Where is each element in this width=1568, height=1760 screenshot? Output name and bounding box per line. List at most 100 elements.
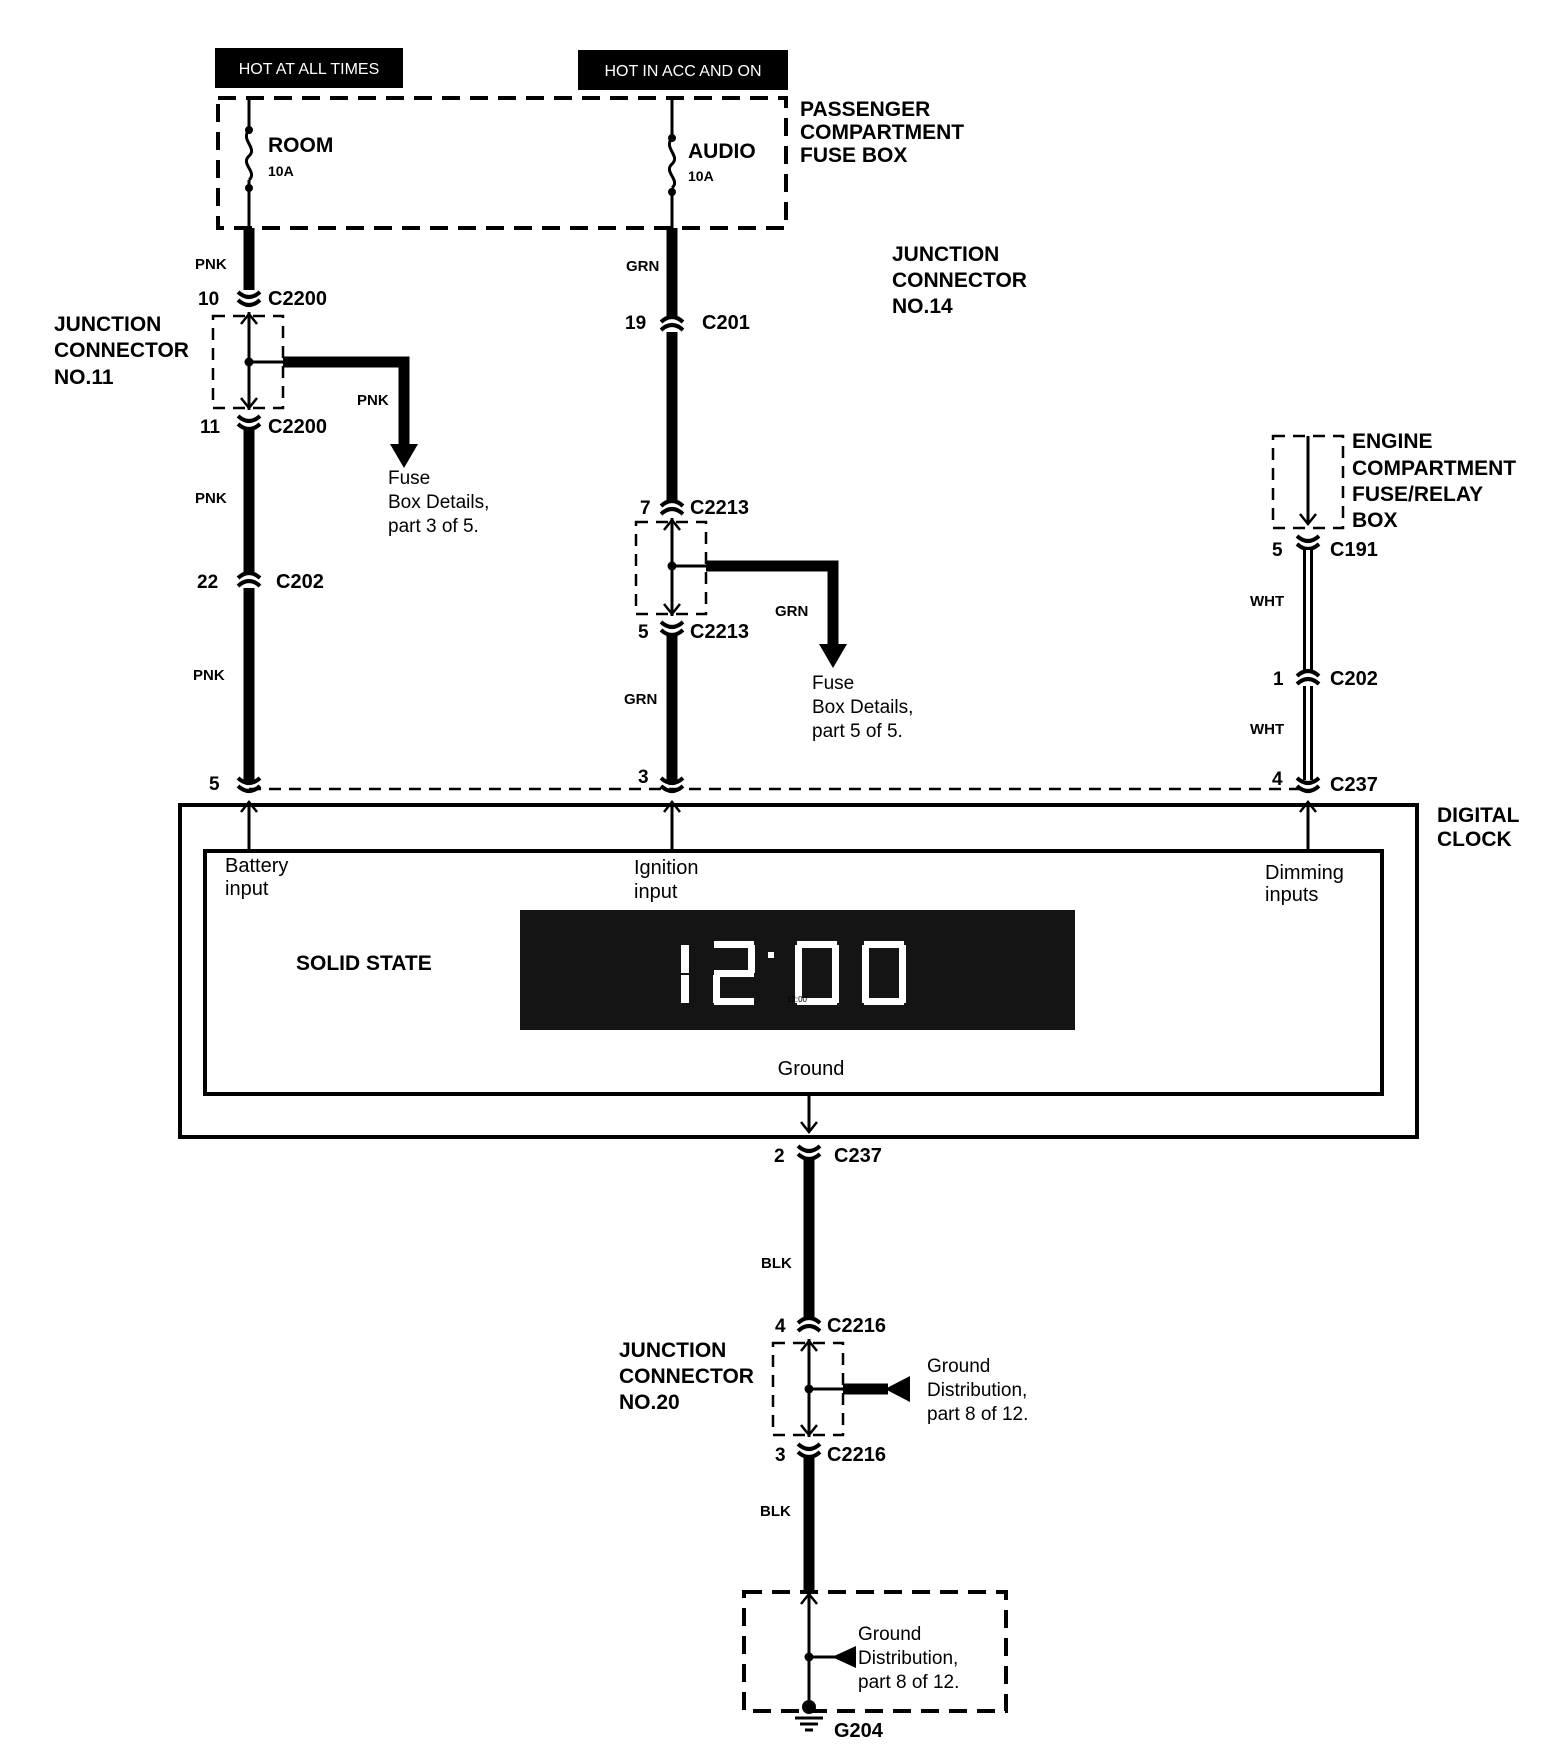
connector-c2213-top-icon xyxy=(659,499,685,516)
svg-text:JUNCTION: JUNCTION xyxy=(892,243,999,266)
passenger-fuse-box-outline xyxy=(216,96,788,230)
clock-outer-outline xyxy=(178,803,1419,1139)
svg-text:Ground: Ground xyxy=(858,1624,921,1645)
connector-c202-right-label: C202 xyxy=(1330,668,1378,690)
pin-number: 4 xyxy=(775,1316,786,1337)
connector-c2200-top-icon xyxy=(236,290,262,307)
arrow-up-icon xyxy=(663,799,681,813)
svg-text:JUNCTION: JUNCTION xyxy=(54,313,161,336)
connector-c201-label: C201 xyxy=(702,312,750,334)
passenger-fuse-box-label: PASSENGER COMPARTMENT FUSE BOX xyxy=(800,98,964,167)
fuse-symbol-icon xyxy=(667,136,677,190)
wire-color-label: BLK xyxy=(761,1255,792,1272)
svg-text:ENGINE: ENGINE xyxy=(1352,430,1433,453)
wire-color-label: PNK xyxy=(195,490,227,507)
digital-clock-label-line1: DIGITAL xyxy=(1437,804,1520,827)
audio-fuse-name: AUDIO xyxy=(688,140,756,163)
connector-c237-label: C237 xyxy=(1330,774,1378,796)
svg-text:FUSE BOX: FUSE BOX xyxy=(800,144,907,167)
room-fuse-rating: 10A xyxy=(268,163,294,179)
room-fuse-name: ROOM xyxy=(268,134,333,157)
connector-c2216-bottom-label: C2216 xyxy=(827,1444,886,1466)
connector-c237-ground-label: C237 xyxy=(834,1145,882,1167)
svg-text:Box Details,: Box Details, xyxy=(812,697,913,718)
branch-arrow-icon xyxy=(885,1376,910,1402)
branch-arrow-icon xyxy=(390,444,418,468)
clock-display-digits xyxy=(681,941,906,1005)
arrow-up-icon xyxy=(1299,799,1317,813)
ignition-input-line1: Ignition xyxy=(634,857,699,879)
pin-number: 1 xyxy=(1273,669,1284,690)
ground-circuit: 2 C237 BLK 4 C2216 JUNCTION CONNECTOR NO… xyxy=(619,1144,1028,1742)
middle-circuit: GRN 19 C201 7 C2213 GRN Fuse Box Details… xyxy=(624,228,913,793)
svg-text:CONNECTOR: CONNECTOR xyxy=(619,1365,754,1388)
connector-c191-label: C191 xyxy=(1330,539,1378,561)
connector-c202-label: C202 xyxy=(276,571,324,593)
connector-c237-ground-icon xyxy=(796,1144,822,1161)
svg-text:COMPARTMENT: COMPARTMENT xyxy=(800,121,964,144)
pin-number: 22 xyxy=(197,572,218,593)
pin-number: 3 xyxy=(775,1445,786,1466)
hot-at-all-times-tag: HOT AT ALL TIMES xyxy=(215,48,403,88)
wire-color-label: GRN xyxy=(775,603,808,620)
room-fuse: ROOM 10A xyxy=(244,98,333,228)
wire-color-label: PNK xyxy=(193,667,225,684)
pin-number: 3 xyxy=(638,767,649,788)
svg-text:NO.20: NO.20 xyxy=(619,1391,680,1414)
connector-c2200-bottom-icon xyxy=(236,414,262,431)
junction-connector-14-label: JUNCTION CONNECTOR NO.14 xyxy=(892,243,1027,318)
svg-text:Distribution,: Distribution, xyxy=(858,1648,958,1669)
connector-c2200-bottom-label: C2200 xyxy=(268,416,327,438)
ground-label: Ground xyxy=(778,1058,845,1080)
battery-input-line1: Battery xyxy=(225,855,288,877)
branch-arrow-icon xyxy=(832,1646,856,1668)
pin-number: 19 xyxy=(625,313,646,334)
clock-inner-outline xyxy=(203,849,1384,1096)
connector-c202-icon xyxy=(236,571,262,588)
svg-text:PASSENGER: PASSENGER xyxy=(800,98,930,121)
branch-arrow-icon xyxy=(819,644,847,668)
connector-c202-right-icon xyxy=(1295,669,1321,686)
connector-c2213-bottom-icon xyxy=(659,620,685,637)
dimming-inputs-line2: inputs xyxy=(1265,884,1318,906)
svg-text:BOX: BOX xyxy=(1352,509,1398,532)
audio-fuse: AUDIO 10A xyxy=(667,98,756,228)
pin-number: 5 xyxy=(209,774,220,795)
arrow-down-icon xyxy=(800,1121,818,1135)
connector-c2216-top-icon xyxy=(796,1316,822,1333)
connector-c191-icon xyxy=(1295,534,1321,551)
arrow-up-icon xyxy=(240,799,258,813)
connector-c2200-top-label: C2200 xyxy=(268,288,327,310)
connector-c2213-bottom-label: C2213 xyxy=(690,621,749,643)
pin-number: 4 xyxy=(1272,769,1283,790)
connector-c201-icon xyxy=(659,315,685,332)
svg-text:JUNCTION: JUNCTION xyxy=(619,1339,726,1362)
connector-c2213-top-label: C2213 xyxy=(690,497,749,519)
wire-color-label: PNK xyxy=(357,392,389,409)
pin-number: 5 xyxy=(1272,540,1283,561)
pin-number: 10 xyxy=(198,289,219,310)
pin-number: 2 xyxy=(774,1146,785,1167)
digital-clock-label-line2: CLOCK xyxy=(1437,828,1512,851)
svg-text:NO.11: NO.11 xyxy=(54,366,114,389)
svg-text:part 8 of 12.: part 8 of 12. xyxy=(927,1404,1028,1425)
connector-c2216-top-label: C2216 xyxy=(827,1315,886,1337)
svg-text:part 5 of 5.: part 5 of 5. xyxy=(812,721,903,742)
audio-fuse-rating: 10A xyxy=(688,168,714,184)
svg-text:part 8 of 12.: part 8 of 12. xyxy=(858,1672,959,1693)
svg-text:Distribution,: Distribution, xyxy=(927,1380,1027,1401)
pin-number: 11 xyxy=(200,417,221,438)
engine-fuse-relay-box-label: ENGINE COMPARTMENT FUSE/RELAY BOX xyxy=(1352,430,1516,532)
solid-state-label: SOLID STATE xyxy=(296,952,432,975)
svg-text:Box Details,: Box Details, xyxy=(388,492,489,513)
dimming-inputs-line1: Dimming xyxy=(1265,862,1344,884)
hot-in-acc-and-on-tag: HOT IN ACC AND ON xyxy=(578,50,788,90)
pin-number: 5 xyxy=(638,622,649,643)
left-circuit: PNK 10 C2200 JUNCTION CONNECTOR NO.11 PN… xyxy=(54,228,489,795)
wire-color-label: WHT xyxy=(1250,721,1284,738)
hot-at-all-times-label: HOT AT ALL TIMES xyxy=(239,61,380,78)
ground-point-label: G204 xyxy=(834,1720,884,1742)
wire-color-label: PNK xyxy=(195,256,227,273)
svg-text:Ground: Ground xyxy=(927,1356,990,1377)
clock-display-time: 12:00 xyxy=(787,995,808,1004)
